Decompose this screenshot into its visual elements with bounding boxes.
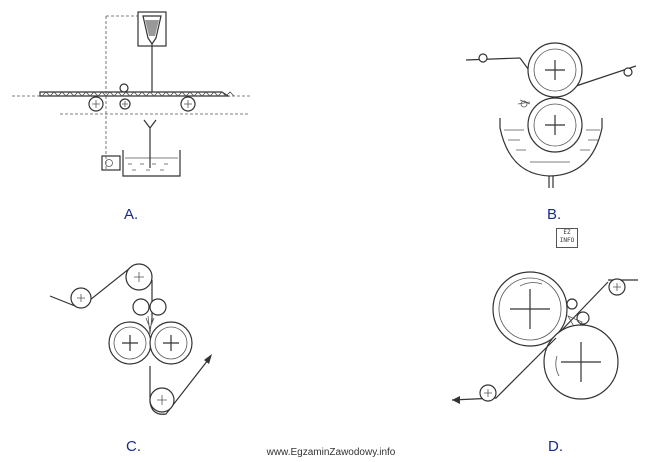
label-d: D. — [548, 438, 563, 455]
label-a: A. — [124, 206, 139, 223]
ez-info-logo: EZ INFO — [556, 228, 578, 248]
logo-text: EZ INFO — [559, 229, 575, 244]
label-b: B. — [547, 206, 562, 223]
label-c: C. — [126, 438, 141, 455]
source-footer: www.EgzaminZawodowy.info — [266, 447, 396, 458]
